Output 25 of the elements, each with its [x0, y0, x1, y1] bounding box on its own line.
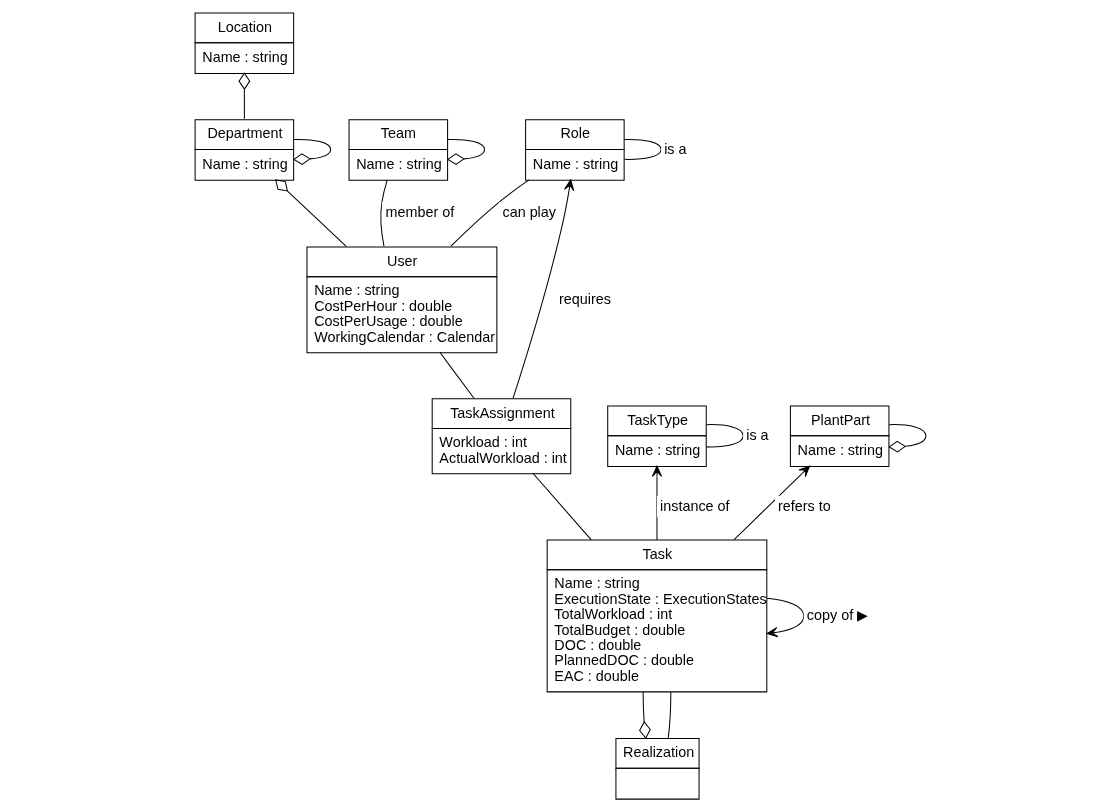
edge-label: can play: [502, 204, 556, 221]
connector: [379, 179, 388, 247]
connector: [274, 179, 347, 247]
edge-label: instance of: [659, 497, 730, 514]
edge-label: refers to: [777, 497, 831, 514]
arrow: [766, 597, 804, 638]
edge-label: requires: [558, 290, 611, 307]
connector: [667, 691, 671, 739]
edge-label: member of: [385, 204, 454, 221]
connector: [446, 138, 485, 166]
edge-label: is a: [745, 427, 769, 444]
connector: [531, 472, 592, 541]
connector: [887, 424, 926, 453]
arrow: [733, 465, 810, 541]
arrow: [512, 179, 574, 399]
connector: [292, 138, 331, 166]
connector: [237, 72, 250, 120]
connector: [623, 138, 662, 160]
connector: [705, 424, 744, 448]
arrow: [651, 465, 662, 541]
connector: [638, 691, 651, 739]
connector: [449, 179, 529, 247]
edge-label: is a: [663, 140, 687, 157]
edge-label: copy of ▶: [806, 607, 868, 624]
connector: [438, 351, 474, 399]
